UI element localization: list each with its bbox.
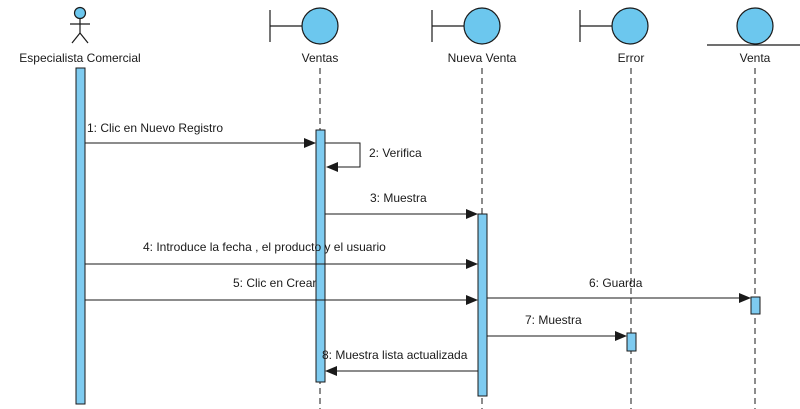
activation-error xyxy=(626,332,637,352)
message-2-label: 2: Verifica xyxy=(369,146,422,160)
activation-especialista xyxy=(75,67,86,405)
participant-label: Especialista Comercial xyxy=(19,51,140,65)
activation-venta xyxy=(750,296,761,315)
participant-venta[interactable]: Venta xyxy=(707,7,800,65)
participant-nueva-venta[interactable]: Nueva Venta xyxy=(431,7,517,65)
activation-ventas xyxy=(315,129,326,383)
message-5-label: 5: Clic en Crear xyxy=(233,276,316,290)
participant-label: Ventas xyxy=(302,51,339,65)
participant-label: Error xyxy=(618,51,645,65)
message-labels: 1: Clic en Nuevo Registro 2: Verifica 3:… xyxy=(87,121,643,362)
boundary-icon xyxy=(431,7,501,45)
participant-label: Venta xyxy=(740,51,771,65)
activation-nueva-venta xyxy=(477,213,488,397)
message-2-arrow xyxy=(325,142,361,172)
messages xyxy=(85,138,751,376)
activation-bars xyxy=(75,67,761,405)
message-1-label: 1: Clic en Nuevo Registro xyxy=(87,121,223,135)
entity-icon xyxy=(707,7,800,46)
participant-especialista-comercial[interactable]: Especialista Comercial xyxy=(19,6,141,66)
message-4-label: 4: Introduce la fecha , el producto y el… xyxy=(143,240,386,254)
participant-ventas[interactable]: Ventas xyxy=(269,7,339,65)
message-3-label: 3: Muestra xyxy=(370,191,427,205)
boundary-icon xyxy=(269,7,339,45)
message-6-label: 6: Guarda xyxy=(589,276,643,290)
message-8-label: 8: Muestra lista actualizada xyxy=(322,348,468,362)
participant-label: Nueva Venta xyxy=(448,51,517,65)
actor-stick-figure-icon xyxy=(70,6,90,44)
message-7-label: 7: Muestra xyxy=(525,313,582,327)
boundary-icon xyxy=(579,7,649,45)
participant-error[interactable]: Error xyxy=(579,7,649,65)
